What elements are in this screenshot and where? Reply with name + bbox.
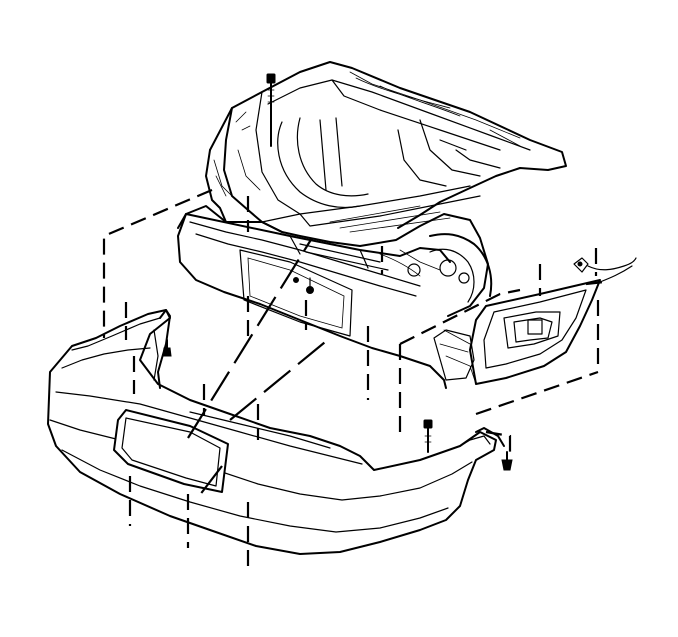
fascia-top-step [189, 411, 331, 449]
bolt-icon [423, 419, 433, 453]
trunk-opening-outline [209, 61, 567, 229]
fascia-top-flange-2 [61, 347, 151, 369]
guide-line-diagonal [195, 465, 223, 501]
push-pin-retainer-icon [162, 339, 172, 357]
shelf-detail-3 [379, 85, 521, 147]
impact-bar-top [177, 213, 451, 263]
wire-connector-icon [573, 257, 637, 283]
trunk-left-wall [223, 107, 283, 233]
guide-line [585, 280, 605, 286]
trunk-left-wall-inner [255, 91, 301, 215]
bumper-impact-bar [177, 213, 451, 271]
tail-lamp-back-plate [433, 329, 475, 381]
fascia-plate-pocket [113, 409, 229, 493]
trunk-right-wall [397, 119, 481, 187]
right-quarter-panel [429, 233, 493, 297]
alignment-guide-lines [102, 188, 605, 570]
guide-line-diagonal [229, 337, 331, 421]
push-pin-retainer-icon [306, 277, 314, 294]
tail-lamp-lens [483, 289, 587, 369]
trunk-right-details [439, 139, 501, 169]
guide-line-left-frame [102, 188, 213, 338]
trunk-floor-mid [299, 195, 481, 227]
wheelhouse-left-inner [296, 117, 369, 197]
rear-body-panel-lower [177, 213, 447, 389]
push-pin-retainer-icon [293, 277, 299, 283]
package-shelf-line-2 [331, 79, 501, 151]
fascia-plate-pocket-inner [121, 417, 221, 487]
left-quarter-panel [205, 149, 227, 223]
fascia-top-flange [71, 317, 161, 351]
package-shelf-line [267, 79, 531, 151]
trunk-floor-left [261, 185, 471, 223]
push-pin-retainer-icon [501, 451, 513, 471]
guide-line-right-lower [475, 370, 599, 416]
left-body-details-2 [235, 111, 251, 131]
impact-bar-rib [299, 243, 389, 271]
fascia-mid-crease [49, 419, 473, 501]
fascia-lower-crease [61, 449, 449, 533]
body-plate-recess [239, 249, 353, 337]
fascia-left-bracket-inner [153, 329, 159, 381]
fascia-right-end [459, 435, 491, 447]
rear-bumper-fascia [47, 309, 505, 555]
rear-body-panel-crease-2 [195, 233, 417, 297]
tail-lamp-housing-back [439, 329, 477, 385]
bolt-icon [266, 73, 276, 147]
guide-line-diagonal [187, 237, 313, 439]
tail-lamp-reflector-inner [513, 317, 553, 343]
vehicle-rear-body [177, 61, 601, 389]
left-body-details [213, 149, 261, 201]
right-lamp-housing [429, 248, 475, 303]
rear-body-panel-crease [189, 221, 421, 287]
tail-lamp-reflector [503, 311, 561, 349]
lamp-socket-3 [407, 263, 421, 277]
lamp-socket-1 [439, 259, 457, 277]
trunk-pillar [319, 117, 343, 191]
tail-lamp-bulb [527, 319, 543, 335]
fascia-left-bracket [157, 309, 171, 389]
wheelhouse-left [277, 121, 361, 209]
fascia-upper-edge [55, 391, 363, 465]
lamp-socket-2 [458, 272, 470, 284]
guide-line-right-end [485, 430, 512, 452]
body-plate-recess-inner [247, 257, 345, 329]
fasteners [162, 73, 637, 471]
guide-line-right-upper [399, 288, 521, 345]
rear-body-panel [185, 205, 489, 317]
